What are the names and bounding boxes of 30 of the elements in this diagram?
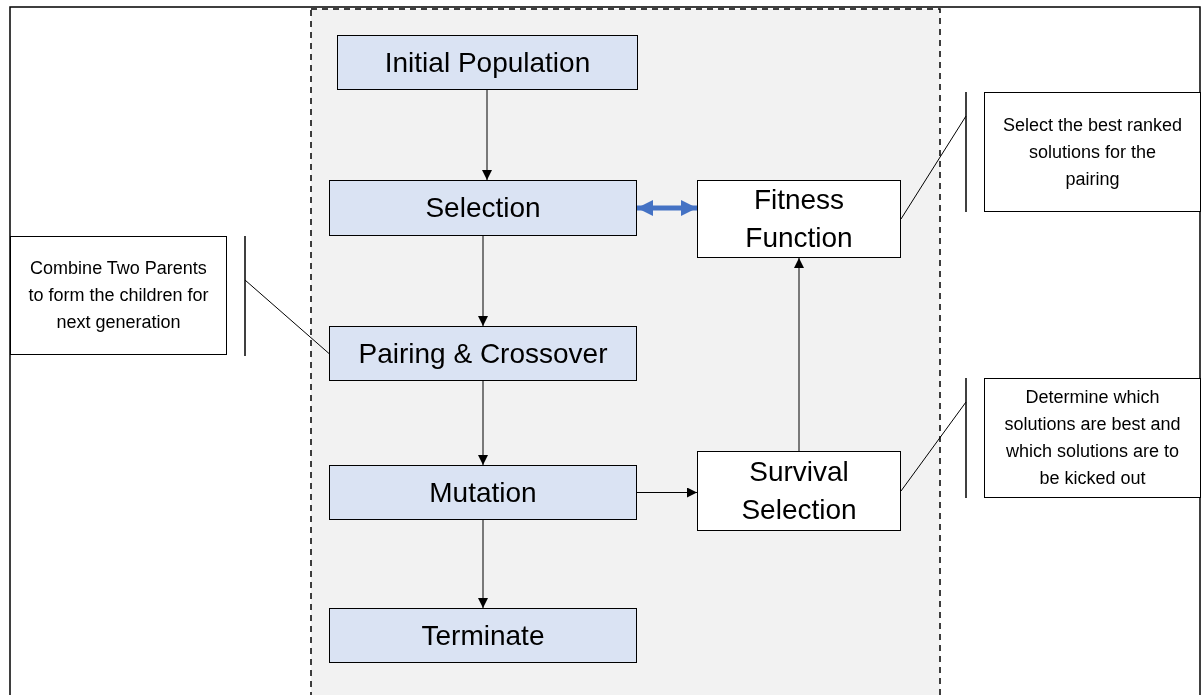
arrow bbox=[794, 257, 804, 452]
note-text: Determine which solutions are best and which solutions are to be kicked out bbox=[1003, 386, 1182, 490]
leader-line bbox=[244, 279, 330, 354]
arrow bbox=[482, 89, 492, 181]
process-box bbox=[697, 180, 901, 258]
step-label: Survival Selection bbox=[740, 455, 858, 527]
arrow bbox=[478, 235, 488, 327]
process-box bbox=[329, 180, 637, 236]
arrow bbox=[478, 380, 488, 466]
step-label: Pairing & Crossover bbox=[358, 337, 608, 370]
leader-line bbox=[900, 115, 967, 220]
double-arrow bbox=[637, 200, 697, 216]
note-box bbox=[10, 236, 227, 355]
step-label: Mutation bbox=[429, 476, 537, 509]
leader-line bbox=[900, 401, 967, 492]
process-box bbox=[329, 326, 637, 381]
arrow bbox=[636, 487, 698, 498]
arrow bbox=[478, 519, 488, 609]
step-label: Terminate bbox=[421, 619, 545, 652]
process-box bbox=[697, 451, 901, 531]
note-text: Combine Two Parents to form the children for next generation bbox=[27, 257, 210, 334]
process-box bbox=[337, 35, 638, 90]
note-box bbox=[984, 378, 1201, 498]
step-label: Selection bbox=[425, 192, 541, 224]
note-box bbox=[984, 92, 1201, 212]
step-label: Initial Population bbox=[384, 46, 591, 79]
process-box bbox=[329, 465, 637, 520]
step-label: Fitness Function bbox=[744, 183, 854, 255]
note-text: Select the best ranked solutions for the pairing bbox=[1001, 113, 1184, 191]
process-box bbox=[329, 608, 637, 663]
